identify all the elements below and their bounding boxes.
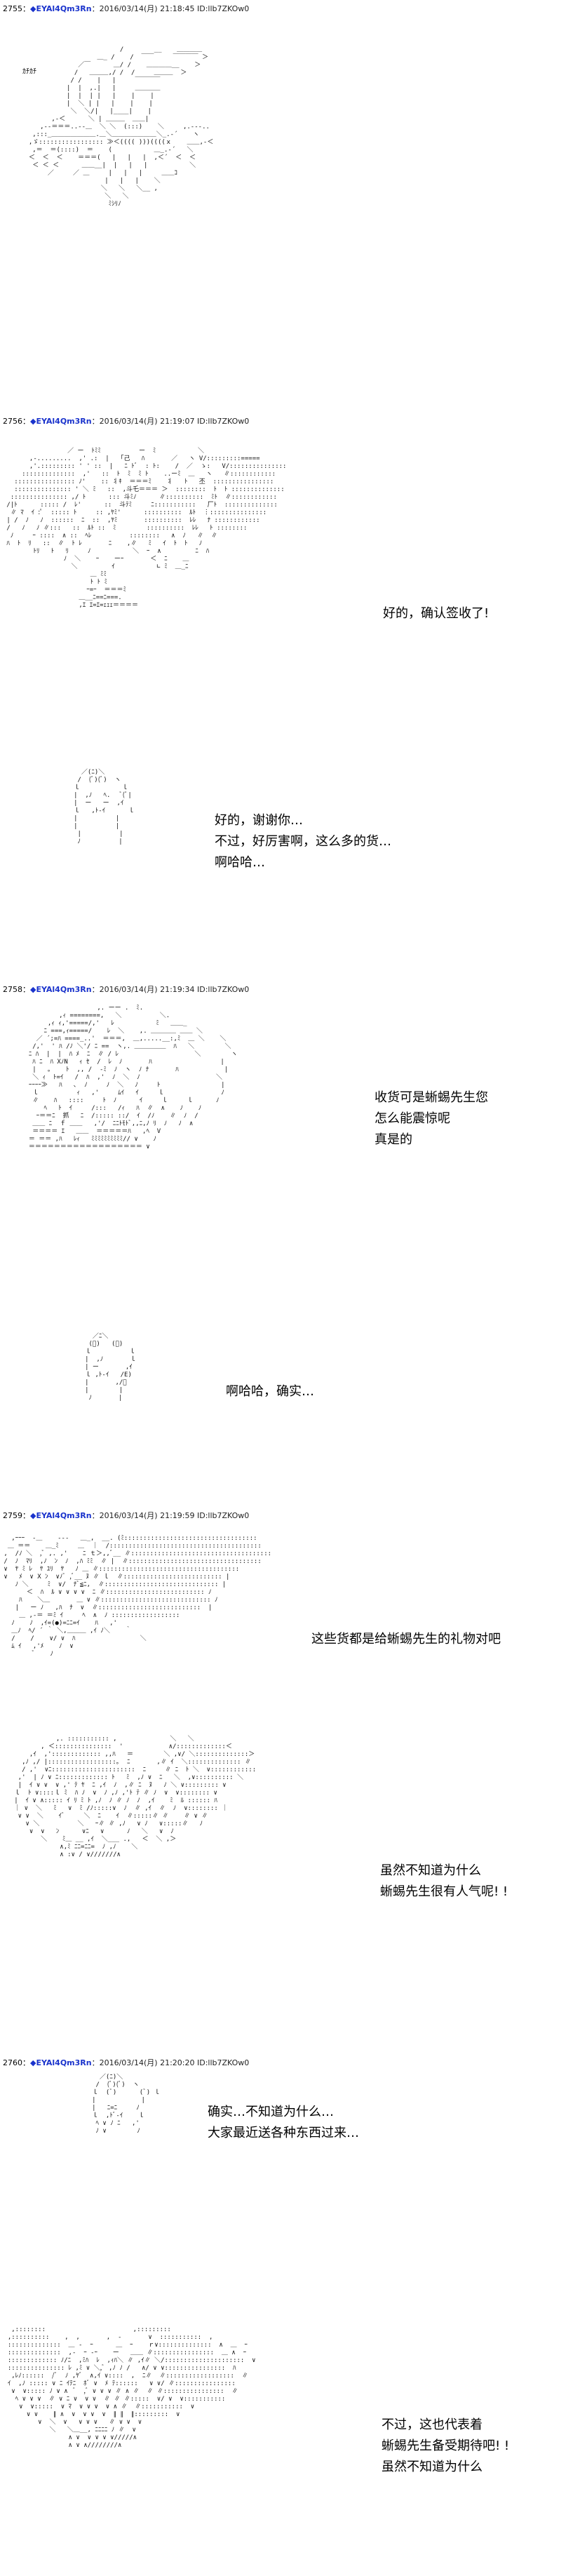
post-date: ：2016/03/14(月) 21:18:45 ID:llb7ZKOw0 bbox=[91, 4, 250, 13]
dialogue-line: 蜥蜴先生很有人气呢! ! bbox=[380, 1884, 508, 1899]
post-date: ：2016/03/14(月) 21:20:20 ID:llb7ZKOw0 bbox=[91, 2058, 250, 2067]
post-number: 2755 bbox=[3, 4, 22, 13]
dialogue-line: 好的，谢谢你… bbox=[215, 813, 303, 828]
ascii-art-characters: ,ｰｰｰ -＿ --- ＿_, __. (ﾐ::::::::::::::::::… bbox=[4, 1535, 272, 1658]
dialogue-line: 怎么能震惊呢 bbox=[375, 1111, 450, 1126]
poster-name[interactable]: ◆EYAl4Qm3Rn bbox=[30, 4, 92, 13]
post-separator: ： bbox=[22, 4, 30, 13]
dialogue-line: 不过，这也代表着 bbox=[382, 2417, 483, 2432]
dialogue-line: 确实…不知道为什么… bbox=[208, 2105, 334, 2119]
post-number: 2758 bbox=[3, 985, 22, 994]
dialogue-line: 啊哈哈… bbox=[215, 855, 265, 870]
dialogue-line: 不过，好厉害啊，这么多的货… bbox=[215, 834, 391, 849]
post-number: 2759 bbox=[3, 1511, 22, 1520]
dialogue-line: 好的，确认签收了! bbox=[383, 606, 490, 621]
dialogue-line: 真是的 bbox=[375, 1132, 412, 1147]
post-number: 2756 bbox=[3, 417, 22, 426]
dialogue-line: 收货可是蜥蜴先生您 bbox=[375, 1090, 488, 1105]
sound-effect: ｶﾁｶﾁ bbox=[22, 68, 36, 76]
post-header: 2755：◆EYAl4Qm3Rn：2016/03/14(月) 21:18:45 … bbox=[3, 4, 249, 14]
post-separator: ： bbox=[22, 2058, 30, 2067]
dialogue-line: 蜥蜴先生备受期待吧! ! bbox=[382, 2439, 510, 2453]
poster-name[interactable]: ◆EYAl4Qm3Rn bbox=[30, 985, 92, 994]
poster-name[interactable]: ◆EYAl4Qm3Rn bbox=[30, 417, 92, 426]
ascii-art-scene: / __ ＿＿＿＿ ＿_ / / ￣￣ ￣￣￣￣ ＞ ／￣ ＿/ / ＿＿＿＿_… bbox=[28, 46, 214, 208]
post-header: 2758：◆EYAl4Qm3Rn：2016/03/14(月) 21:19:34 … bbox=[3, 985, 249, 995]
ascii-art-characters: ,. ::::::::::: , ＼ ＼ , ＜::::::::::::::: … bbox=[14, 1736, 257, 1858]
ascii-art-character: ／(ﾆ)＼ / (ﾞ)(ﾞ) ヽ ｌ (ﾞ) (ﾞ) ｌ | | | ﾆ=ﾆ ﾉ… bbox=[92, 2074, 161, 2135]
post-date: ：2016/03/14(月) 21:19:07 ID:llb7ZKOw0 bbox=[91, 417, 250, 426]
post-header: 2759：◆EYAl4Qm3Rn：2016/03/14(月) 21:19:59 … bbox=[3, 1511, 249, 1521]
dialogue-line: 虽然不知道为什么 bbox=[382, 2460, 483, 2474]
post-number: 2760 bbox=[3, 2058, 22, 2067]
post-date: ：2016/03/14(月) 21:19:34 ID:llb7ZKOw0 bbox=[91, 985, 250, 994]
post-separator: ： bbox=[22, 417, 30, 426]
dialogue-line: 虽然不知道为什么 bbox=[380, 1863, 481, 1878]
dialogue-line: 啊哈哈，确实… bbox=[226, 1384, 314, 1399]
dialogue-line: 大家最近送各种东西过来… bbox=[208, 2126, 359, 2140]
post-date: ：2016/03/14(月) 21:19:59 ID:llb7ZKOw0 bbox=[91, 1511, 250, 1520]
ascii-art-characters: ,:::::::: ,::::::::: ,:::::::::: , , , -… bbox=[7, 2326, 256, 2449]
post-separator: ： bbox=[22, 985, 30, 994]
poster-name[interactable]: ◆EYAl4Qm3Rn bbox=[30, 2058, 92, 2067]
ascii-art-character: ／(ﾆ)＼ / (ﾞ)(ﾞ) ヽ ｌ ｌ | ,ﾉ ﾍ. ﾞ(ﾞ| | ー ー … bbox=[74, 769, 135, 845]
ascii-art-characters: ,. ーー . ﾐ. ,ｨ ========, ＼ ＼. ,ｨ ｨ,'=====… bbox=[28, 1005, 238, 1151]
poster-name[interactable]: ◆EYAl4Qm3Rn bbox=[30, 1511, 92, 1520]
post-header: 2756：◆EYAl4Qm3Rn：2016/03/14(月) 21:19:07 … bbox=[3, 417, 249, 427]
dialogue-line: 这些货都是给蜥蜴先生的礼物对吧 bbox=[311, 1632, 501, 1646]
ascii-art-characters: ／ ー ﾄﾐﾐ ー ﾐ ＼ ,-......... ,' .: | ｢己 ﾊ ／… bbox=[6, 448, 287, 609]
ascii-art-character: ／ﾆ＼ (ﾞ) (ﾞ) ｌ ｌ | ,ﾉ ｌ | ー ,ｲ ｌ ,ﾄ-ｲ /E)… bbox=[85, 1333, 137, 1402]
post-header: 2760：◆EYAl4Qm3Rn：2016/03/14(月) 21:20:20 … bbox=[3, 2058, 249, 2068]
post-separator: ： bbox=[22, 1511, 30, 1520]
